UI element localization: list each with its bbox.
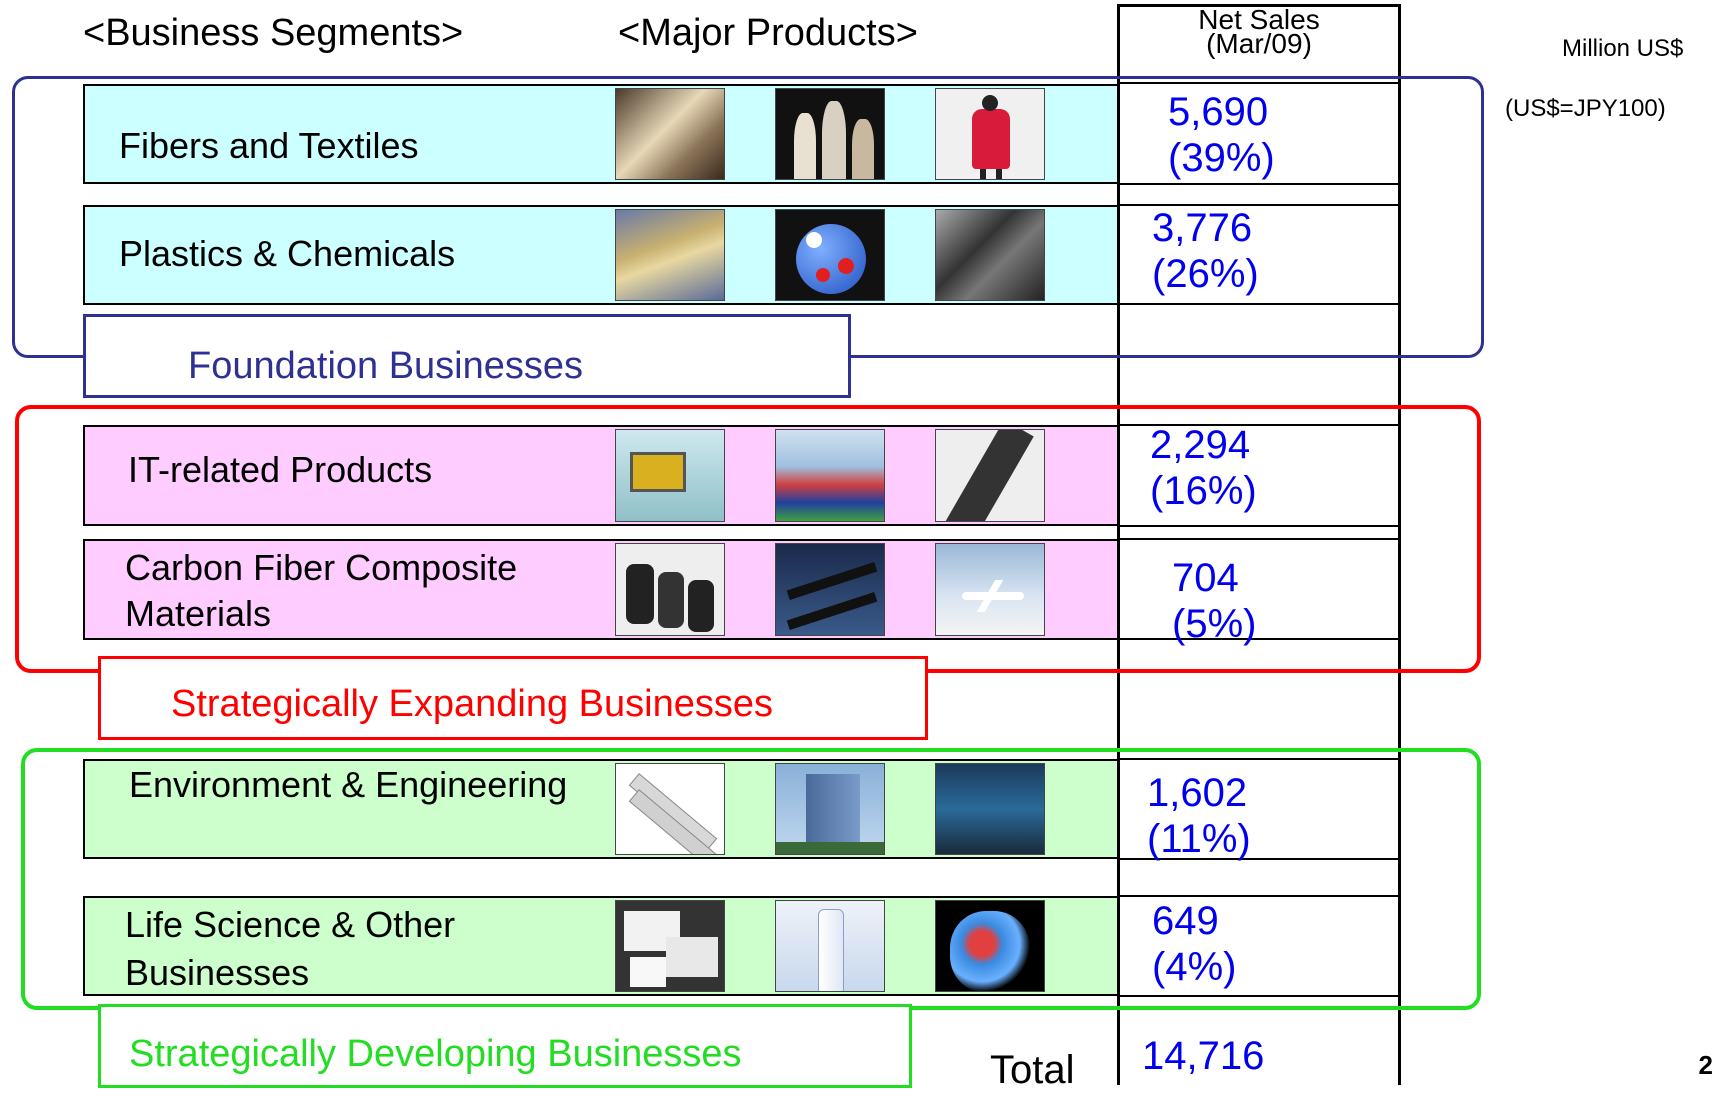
net-sales-divider xyxy=(1117,525,1401,527)
unit-label: Million US$ xyxy=(1562,35,1684,62)
segment-name: Environment & Engineering xyxy=(129,764,568,805)
sales-value: 3,776 (26%) xyxy=(1152,205,1259,297)
segment-row-plastics: Plastics & Chemicals xyxy=(83,205,1117,305)
sales-share: (16%) xyxy=(1150,469,1257,513)
total-label: Total xyxy=(990,1048,1075,1092)
sales-value: 2,294 (16%) xyxy=(1150,422,1257,514)
flat-panel-tv-icon xyxy=(615,429,725,522)
film-strip-icon xyxy=(935,429,1045,522)
net-sales-divider xyxy=(1117,82,1401,84)
segment-name-line1: Carbon Fiber Composite xyxy=(125,547,518,588)
segments-header: <Business Segments> xyxy=(83,12,464,54)
sales-amount: 704 xyxy=(1172,556,1239,600)
net-sales-divider xyxy=(1117,995,1401,997)
products-header: <Major Products> xyxy=(618,12,918,54)
segment-row-life-science: Life Science & Other Businesses xyxy=(83,896,1117,996)
airplane-icon xyxy=(935,543,1045,636)
segment-row-fibers: Fibers and Textiles xyxy=(83,84,1117,184)
net-sales-column xyxy=(1117,4,1401,1085)
carbon-fiber-bobbins-icon xyxy=(615,543,725,636)
molded-parts-icon xyxy=(935,209,1045,301)
sales-share: (39%) xyxy=(1168,136,1275,180)
water-treatment-plant-icon xyxy=(935,763,1045,855)
yarn-cones-icon xyxy=(775,88,885,180)
sales-value: 704 (5%) xyxy=(1172,555,1256,647)
sales-amount: 649 xyxy=(1152,899,1219,943)
total-value: 14,716 xyxy=(1142,1034,1265,1078)
sales-amount: 5,690 xyxy=(1168,90,1269,134)
exchange-rate-label: (US$=JPY100) xyxy=(1505,95,1666,122)
net-sales-header-line1: Net Sales xyxy=(1198,4,1320,35)
foundation-businesses-label: Foundation Businesses xyxy=(83,314,851,398)
page-number: 2 xyxy=(1698,1050,1713,1080)
net-sales-divider xyxy=(1117,183,1401,185)
fashion-model-icon xyxy=(935,88,1045,180)
group-label-text: Strategically Expanding Businesses xyxy=(171,683,774,725)
membrane-modules-icon xyxy=(615,763,725,855)
segment-name: Fibers and Textiles xyxy=(119,125,419,166)
dialyzer-icon xyxy=(775,900,885,992)
color-filter-chip-icon xyxy=(775,429,885,522)
net-sales-divider xyxy=(1117,895,1401,897)
strategically-expanding-label: Strategically Expanding Businesses xyxy=(98,656,928,740)
composite-shafts-icon xyxy=(775,543,885,636)
sales-amount: 1,602 xyxy=(1147,771,1248,815)
sales-value: 5,690 (39%) xyxy=(1168,89,1275,181)
net-sales-header-line2: (Mar/09) xyxy=(1206,28,1312,59)
sales-share: (4%) xyxy=(1152,945,1237,989)
net-sales-divider xyxy=(1117,758,1401,760)
group-label-text: Foundation Businesses xyxy=(188,345,584,387)
sales-value: 649 (4%) xyxy=(1152,898,1236,990)
net-sales-divider xyxy=(1117,303,1401,305)
office-building-icon xyxy=(775,763,885,855)
protein-structure-icon xyxy=(935,900,1045,992)
segment-name: IT-related Products xyxy=(128,449,433,490)
sales-value: 1,602 (11%) xyxy=(1147,770,1251,862)
net-sales-divider xyxy=(1117,538,1401,540)
group-label-text: Strategically Developing Businesses xyxy=(129,1033,742,1075)
segment-row-carbon: Carbon Fiber Composite Materials xyxy=(83,539,1117,640)
fiber-spool-icon xyxy=(615,88,725,180)
net-sales-header: Net Sales (Mar/09) xyxy=(1120,4,1398,59)
molecule-model-icon xyxy=(775,209,885,301)
strategically-developing-label: Strategically Developing Businesses xyxy=(98,1004,912,1088)
pharma-boxes-icon xyxy=(615,900,725,992)
segment-row-environment: Environment & Engineering xyxy=(83,759,1117,859)
segment-name: Plastics & Chemicals xyxy=(119,233,456,274)
sales-amount: 3,776 xyxy=(1152,206,1253,250)
sales-share: (26%) xyxy=(1152,252,1259,296)
net-sales-divider xyxy=(1117,858,1401,860)
plastic-film-roll-icon xyxy=(615,209,725,301)
net-sales-divider xyxy=(1117,638,1401,640)
segment-name-line1: Life Science & Other xyxy=(125,904,456,945)
net-sales-divider xyxy=(1117,424,1401,426)
segment-name-line2: Materials xyxy=(125,593,272,634)
sales-share: (5%) xyxy=(1172,602,1257,646)
sales-amount: 2,294 xyxy=(1150,423,1251,467)
segment-name-line2: Businesses xyxy=(125,952,310,993)
segment-row-it: IT-related Products xyxy=(83,425,1117,526)
sales-share: (11%) xyxy=(1147,817,1251,861)
net-sales-divider xyxy=(1117,204,1401,206)
